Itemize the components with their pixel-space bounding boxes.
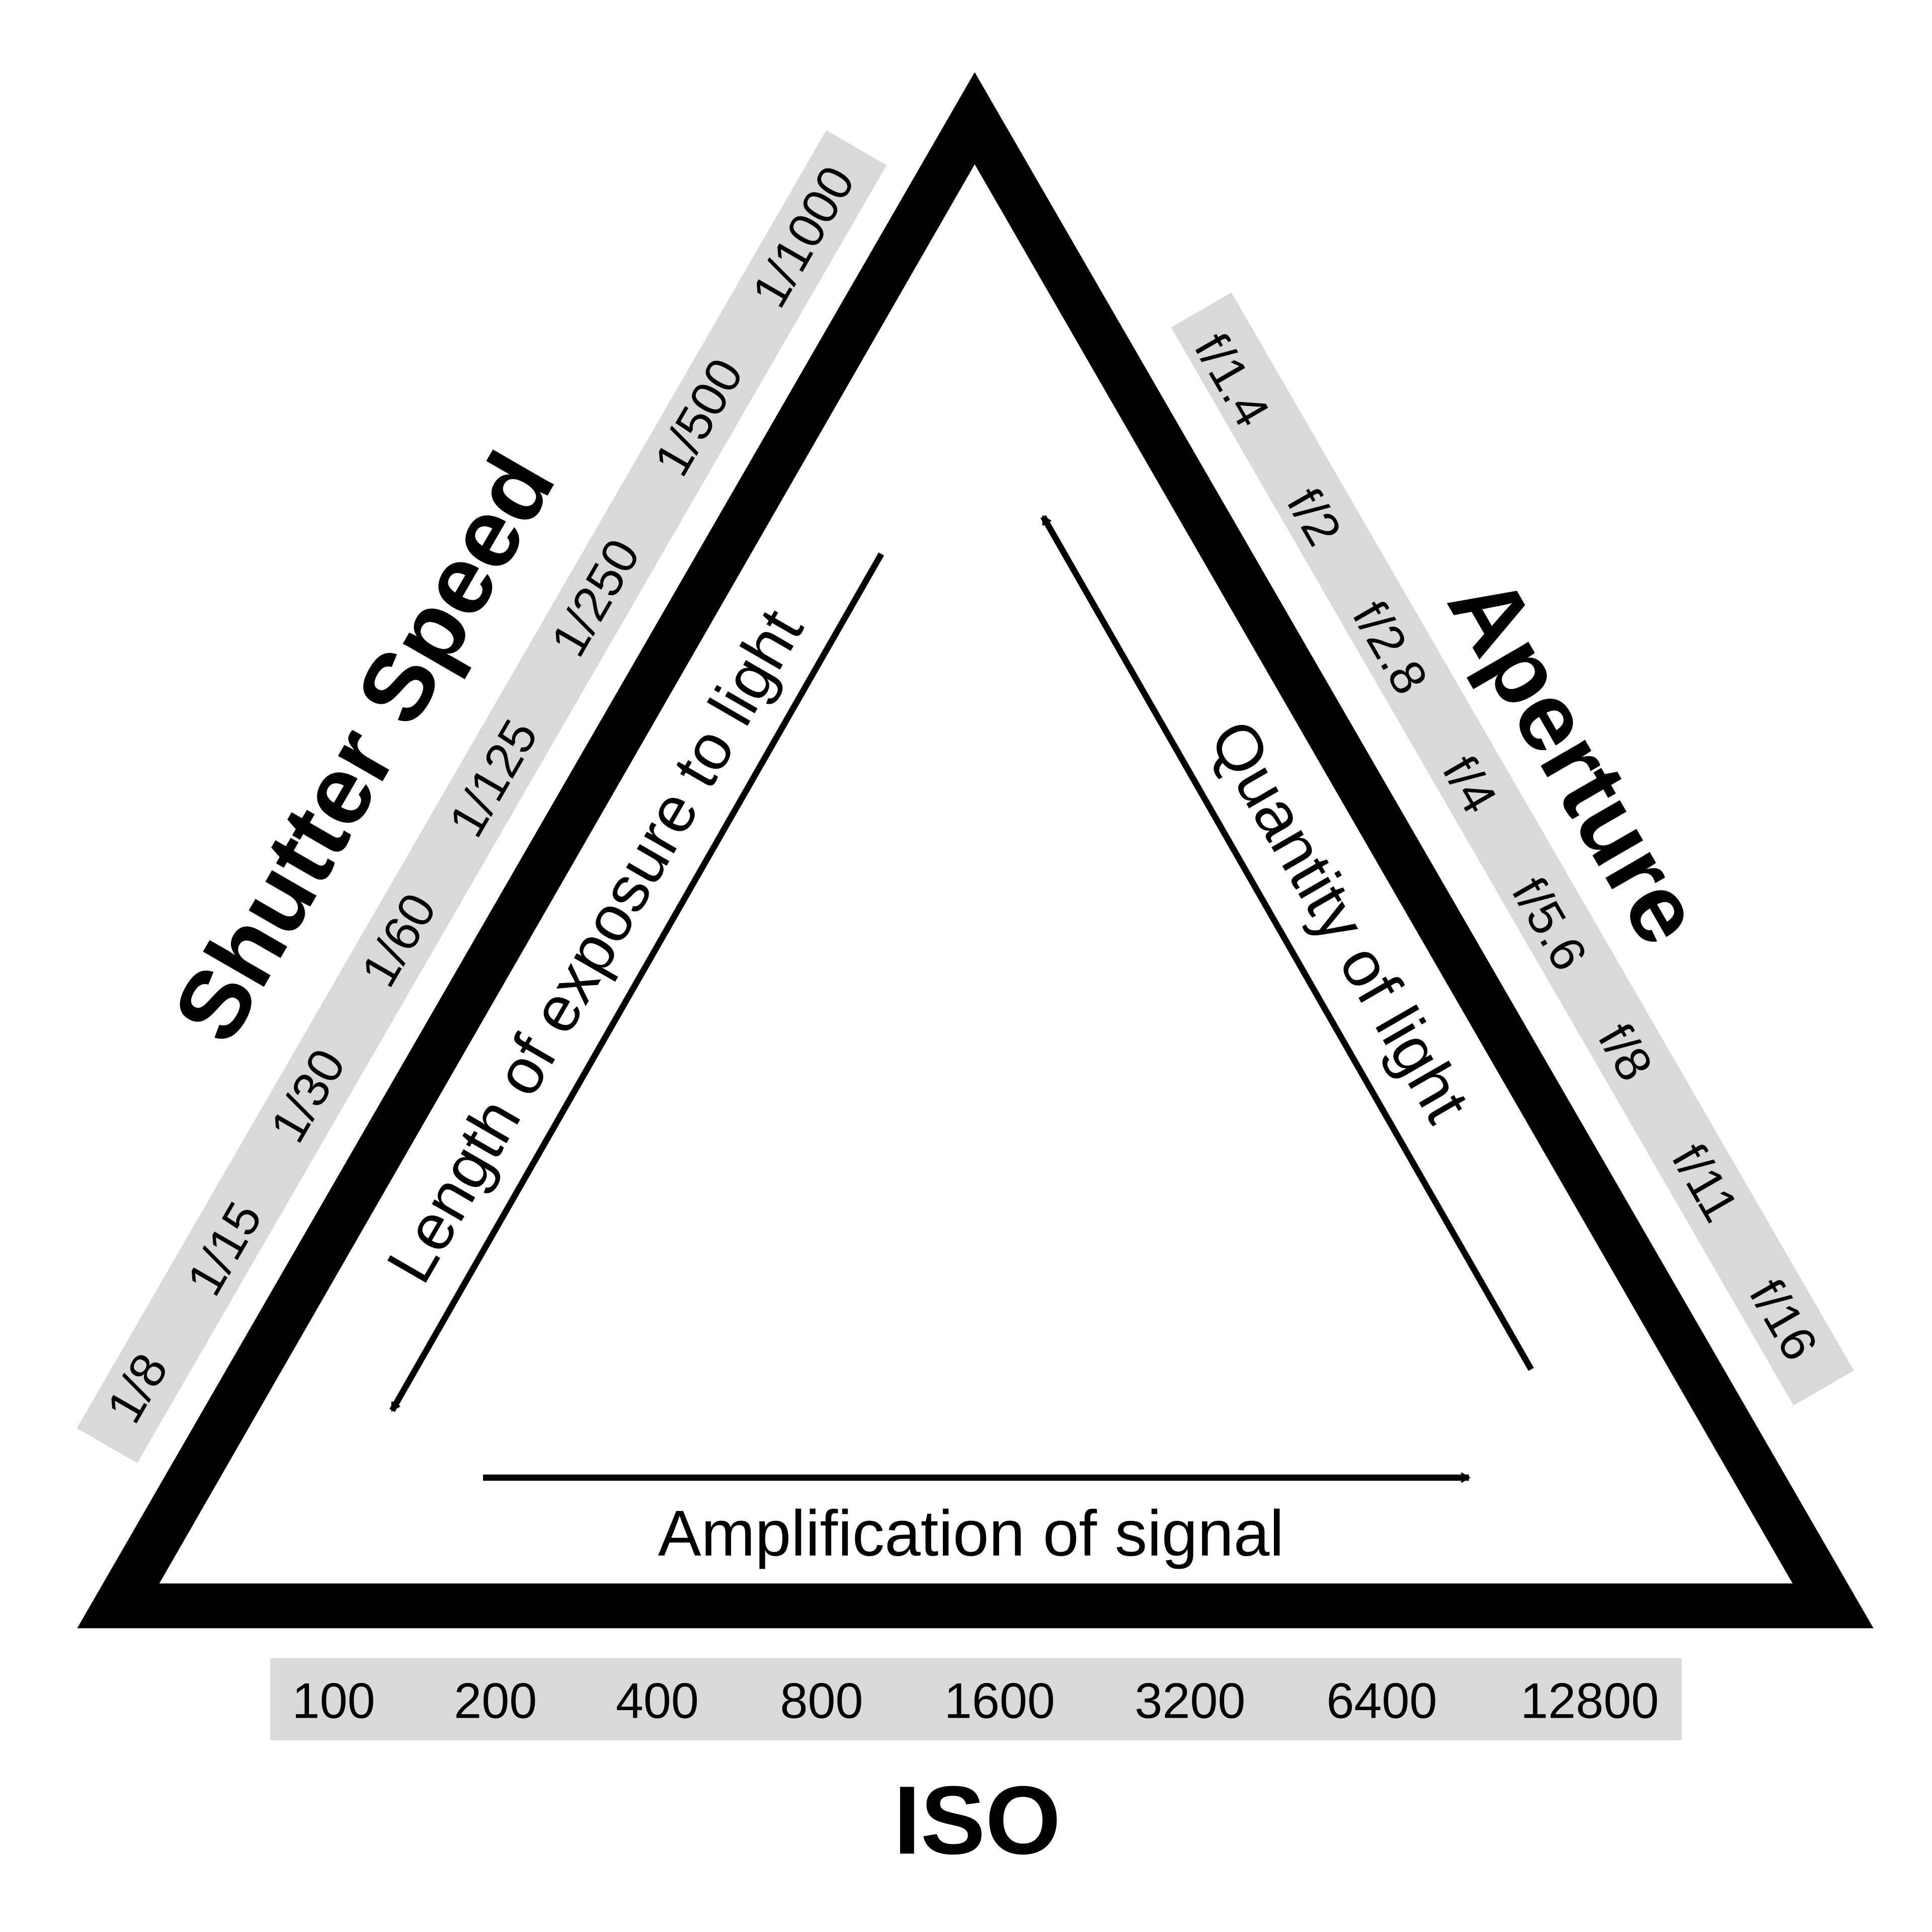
- iso-band: [270, 1658, 1682, 1740]
- iso-description: Amplification of signal: [658, 1498, 1284, 1570]
- iso-title: ISO: [894, 1765, 1061, 1874]
- iso-value-label: 3200: [1135, 1672, 1245, 1728]
- iso-value-label: 6400: [1326, 1672, 1437, 1728]
- iso-value-label: 800: [780, 1672, 863, 1728]
- iso-value-label: 200: [454, 1672, 537, 1728]
- iso-value-label: 400: [616, 1672, 699, 1728]
- iso-value-label: 100: [292, 1672, 375, 1728]
- iso-values: 100 200 400 800 1600 3200 6400 12800: [292, 1672, 1659, 1728]
- iso-value-label: 12800: [1520, 1672, 1659, 1728]
- shutter-speed-band: [76, 130, 887, 1464]
- iso-value-label: 1600: [944, 1672, 1055, 1728]
- aperture-arrow: [1040, 515, 1534, 1371]
- shutter-arrow: [389, 552, 884, 1412]
- aperture-band: [1171, 292, 1854, 1406]
